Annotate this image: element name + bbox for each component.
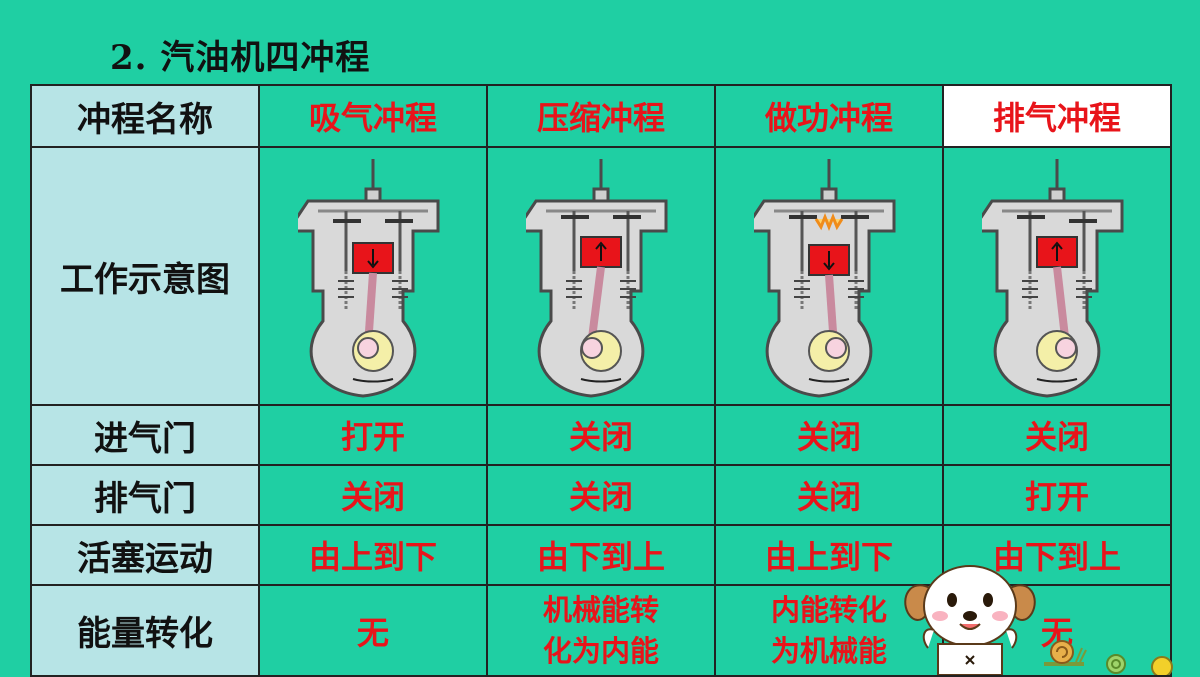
energy-text-power-line2: 为机械能 bbox=[770, 633, 887, 668]
diagram-cell-intake bbox=[258, 146, 488, 406]
intake-valve-intake: 打开 bbox=[258, 404, 488, 466]
exhaust-valve-row: 排气门 关闭 关闭 关闭 打开 bbox=[30, 464, 1172, 526]
row-header-intake-valve: 进气门 bbox=[30, 404, 260, 466]
diagram-cell-power bbox=[714, 146, 944, 406]
exhaust-valve-compression: 关闭 bbox=[486, 464, 716, 526]
stroke-name-exhaust: 排气冲程 bbox=[942, 84, 1172, 148]
intake-valve-row: 进气门 打开 关闭 关闭 关闭 bbox=[30, 404, 1172, 466]
snail-icon bbox=[1044, 640, 1087, 666]
engine-diagram-compression bbox=[526, 159, 668, 398]
stroke-name-compression: 压缩冲程 bbox=[486, 84, 716, 148]
yellow-ball-icon bbox=[1151, 656, 1173, 675]
stroke-name-row: 冲程名称 吸气冲程 压缩冲程 做功冲程 排气冲程 bbox=[30, 84, 1172, 148]
intake-valve-compression: 关闭 bbox=[486, 404, 716, 466]
row-header-energy-conversion: 能量转化 bbox=[30, 584, 260, 677]
page-title: 2. 汽油机四冲程 bbox=[110, 38, 371, 78]
row-header-piston-motion: 活塞运动 bbox=[30, 524, 260, 586]
four-stroke-table: 冲程名称 吸气冲程 压缩冲程 做功冲程 排气冲程 工作示意图 bbox=[30, 84, 1172, 677]
stroke-name-intake: 吸气冲程 bbox=[258, 84, 488, 148]
energy-conversion-compression: 机械能转 化为内能 bbox=[486, 584, 716, 677]
engine-diagram-intake bbox=[298, 159, 440, 398]
energy-conversion-intake: 无 bbox=[258, 584, 488, 677]
piston-motion-compression: 由下到上 bbox=[486, 524, 716, 586]
exhaust-valve-exhaust: 打开 bbox=[942, 464, 1172, 526]
energy-text-compression-line2: 化为内能 bbox=[542, 633, 659, 668]
exhaust-valve-intake: 关闭 bbox=[258, 464, 488, 526]
row-header-exhaust-valve: 排气门 bbox=[30, 464, 260, 526]
diagram-cell-exhaust bbox=[942, 146, 1172, 406]
energy-text-compression-line1: 机械能转 bbox=[542, 592, 659, 627]
energy-text-intake: 无 bbox=[356, 613, 389, 652]
row-header-diagram: 工作示意图 bbox=[30, 146, 260, 406]
piston-motion-row: 活塞运动 由上到下 由下到上 由上到下 由下到上 bbox=[30, 524, 1172, 586]
intake-valve-exhaust: 关闭 bbox=[942, 404, 1172, 466]
intake-valve-power: 关闭 bbox=[714, 404, 944, 466]
cartoon-dog bbox=[904, 565, 1036, 675]
diagram-cell-compression bbox=[486, 146, 716, 406]
energy-text-power-line1: 内能转化 bbox=[770, 592, 887, 627]
piston-motion-intake: 由上到下 bbox=[258, 524, 488, 586]
stroke-name-power: 做功冲程 bbox=[714, 84, 944, 148]
piston-motion-power: 由上到下 bbox=[714, 524, 944, 586]
row-header-stroke-name: 冲程名称 bbox=[30, 84, 260, 148]
engine-diagram-exhaust bbox=[982, 159, 1124, 398]
small-snail-icon bbox=[1106, 654, 1126, 674]
exhaust-valve-power: 关闭 bbox=[714, 464, 944, 526]
diagram-row: 工作示意图 bbox=[30, 146, 1172, 406]
engine-diagram-power bbox=[754, 159, 896, 398]
